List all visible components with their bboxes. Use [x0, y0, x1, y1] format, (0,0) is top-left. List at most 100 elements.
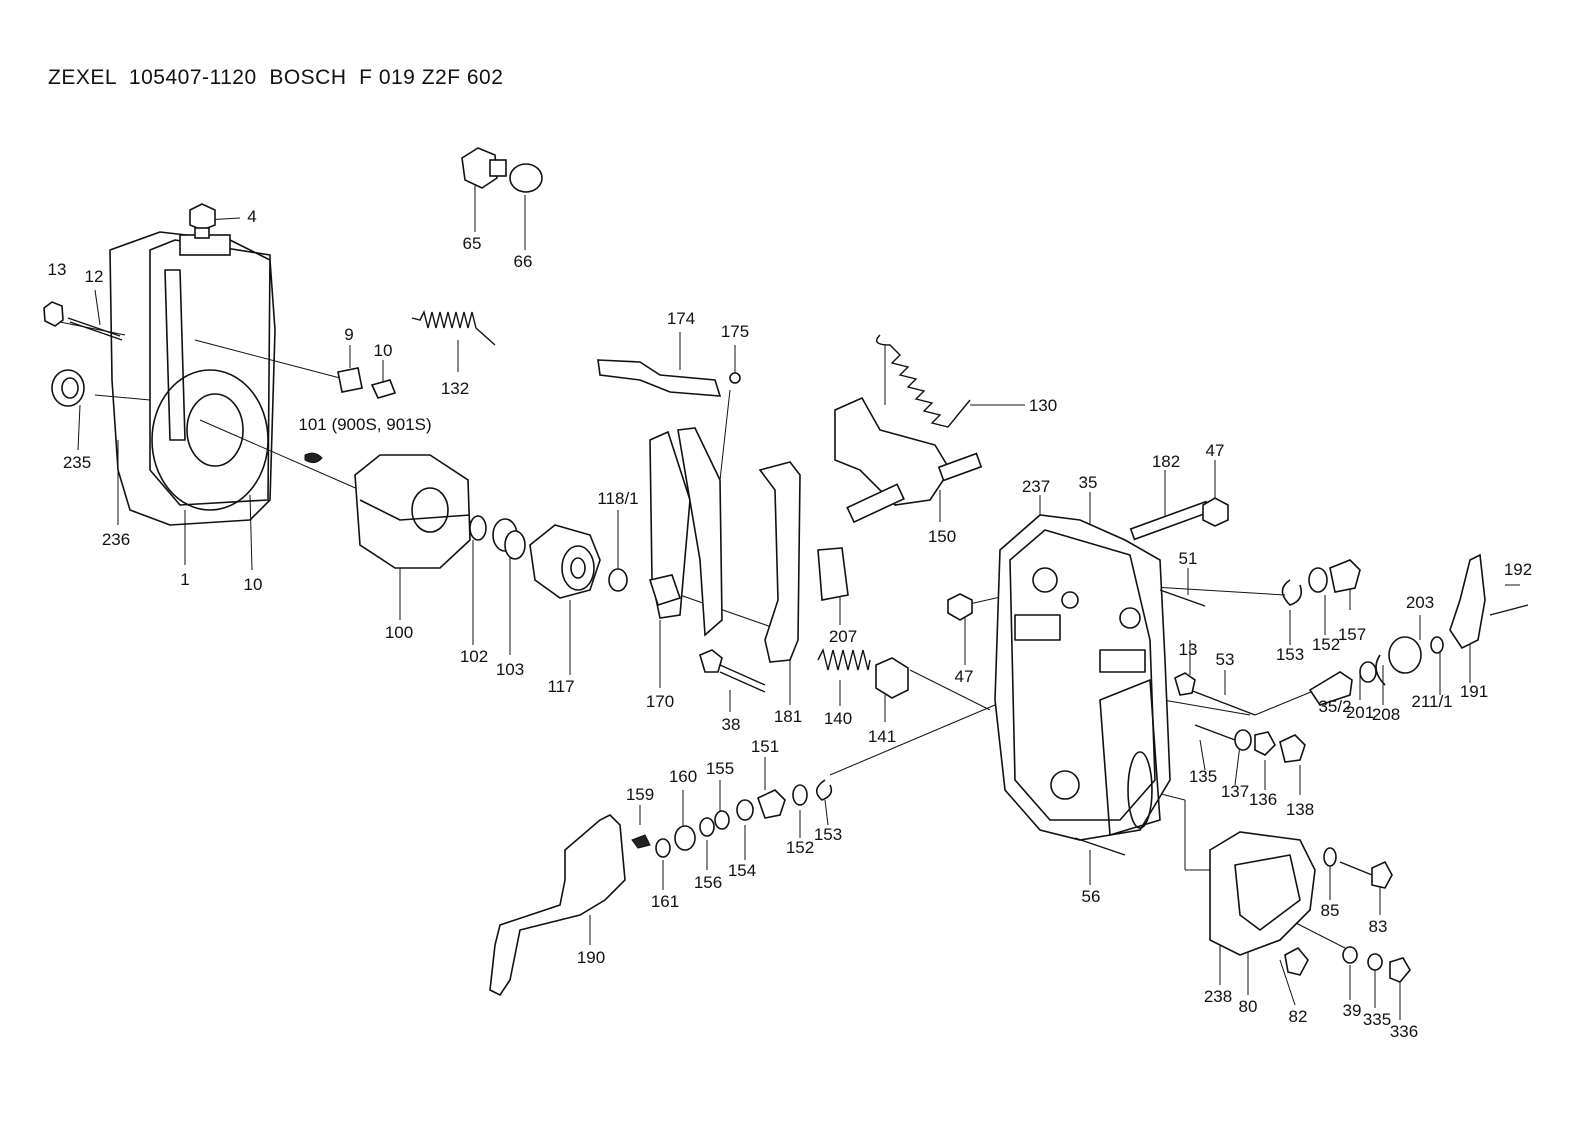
bolt-47-part: [947, 497, 1229, 621]
label-237: 237: [1022, 477, 1050, 496]
washer-85-part: [1323, 847, 1337, 867]
governor-cover-part: [994, 514, 1171, 841]
nut-and-bolt-part: [43, 301, 123, 341]
governor-housing-part: [109, 231, 276, 526]
label-211-1: 211/1: [1411, 692, 1452, 711]
label-203: 203: [1406, 593, 1434, 612]
label-154: 154: [728, 861, 756, 880]
nut-13-part: [1174, 672, 1196, 696]
label-159: 159: [626, 785, 654, 804]
label-153: 153: [1276, 645, 1304, 664]
o-ring-155-part: [714, 810, 730, 830]
part-labels: 4 13 12 235 236 1 10 9 10 101 (900S, 901…: [48, 207, 1533, 1041]
label-238: 238: [1204, 987, 1232, 1006]
label-10: 10: [374, 341, 393, 360]
adjusting-screw-part: [1308, 671, 1353, 706]
label-138: 138: [1286, 800, 1314, 819]
label-13: 13: [48, 260, 67, 279]
label-10: 10: [244, 575, 263, 594]
label-66: 66: [514, 252, 533, 271]
washer-137-part: [1234, 729, 1252, 751]
label-12: 12: [85, 267, 104, 286]
label-192: 192: [1504, 560, 1532, 579]
label-175: 175: [721, 322, 749, 341]
label-56: 56: [1082, 887, 1101, 906]
link-plate-part: [597, 359, 722, 397]
woodruff-key-part: [304, 452, 323, 464]
plug-65-part: [461, 147, 507, 189]
washer-156-part: [699, 817, 715, 837]
label-35: 35: [1079, 473, 1098, 492]
adjusting-bolt-part: [1194, 724, 1236, 741]
adjusting-lever-part: [489, 814, 626, 997]
shim-part: [608, 568, 628, 592]
seal-ring-part: [1359, 661, 1377, 683]
washer-part: [469, 515, 487, 541]
stop-lever-part: [1449, 553, 1486, 650]
label-152: 152: [1312, 635, 1340, 654]
label-141: 141: [868, 727, 896, 746]
label-157: 157: [1338, 625, 1366, 644]
sealing-washer-part: [509, 163, 543, 193]
stop-cover-part: [1209, 831, 1316, 956]
label-161: 161: [651, 892, 679, 911]
label-65: 65: [463, 234, 482, 253]
label-82: 82: [1289, 1007, 1308, 1026]
control-lever-part: [758, 461, 801, 663]
label-201: 201: [1346, 703, 1374, 722]
label-181: 181: [774, 707, 802, 726]
label-182: 182: [1152, 452, 1180, 471]
bolt-53-part: [1189, 689, 1256, 716]
bolt-56-part: [1074, 837, 1126, 856]
o-ring-part: [1308, 567, 1328, 593]
label-155: 155: [706, 759, 734, 778]
label-336: 336: [1390, 1022, 1418, 1041]
bolt-head-83-part: [1371, 860, 1393, 889]
label-83: 83: [1369, 917, 1388, 936]
label-132: 132: [441, 379, 469, 398]
flyweight-holder-part: [354, 454, 471, 569]
bolt-192-part: [1489, 604, 1529, 616]
label-174: 174: [667, 309, 695, 328]
label-136: 136: [1249, 790, 1277, 809]
pin-bolt-part: [699, 649, 766, 693]
label-13: 13: [1179, 640, 1198, 659]
tensioning-lever-part: [648, 427, 723, 637]
clamp-ring-part: [51, 369, 85, 407]
lock-nut-part: [1254, 731, 1276, 756]
washer-154-part: [736, 799, 754, 821]
cap-part: [1329, 559, 1361, 593]
label-53: 53: [1216, 650, 1235, 669]
label-118-1: 118/1: [597, 489, 638, 508]
label-150: 150: [928, 527, 956, 546]
label-103: 103: [496, 660, 524, 679]
label-47: 47: [955, 667, 974, 686]
label-135: 135: [1189, 767, 1217, 786]
label-1: 1: [180, 570, 189, 589]
screw-336-part: [1389, 957, 1411, 983]
label-80: 80: [1239, 997, 1258, 1016]
circlip-part: [1281, 579, 1303, 606]
label-4: 4: [247, 207, 256, 226]
label-207: 207: [829, 627, 857, 646]
dust-cap-part: [1388, 636, 1422, 674]
label-137: 137: [1221, 782, 1249, 801]
label-38: 38: [722, 715, 741, 734]
governor-spring-part: [876, 334, 971, 428]
governor-sleeve-part: [529, 524, 601, 599]
label-85: 85: [1321, 901, 1340, 920]
label-47: 47: [1206, 441, 1225, 460]
label-39: 39: [1343, 1001, 1362, 1020]
retainer-ring-part: [1375, 654, 1386, 686]
label-140: 140: [824, 709, 852, 728]
tension-spring-part: [411, 309, 496, 346]
plug-bolt-part: [189, 203, 216, 239]
label-235: 235: [63, 453, 91, 472]
page-title: ZEXEL 105407-1120 BOSCH F 019 Z2F 602: [48, 66, 504, 89]
washer-161-part: [655, 838, 671, 858]
label-208: 208: [1372, 705, 1400, 724]
leader-lines: [59, 185, 1520, 1020]
label-236: 236: [102, 530, 130, 549]
label-35-2: 35/2: [1318, 697, 1351, 716]
